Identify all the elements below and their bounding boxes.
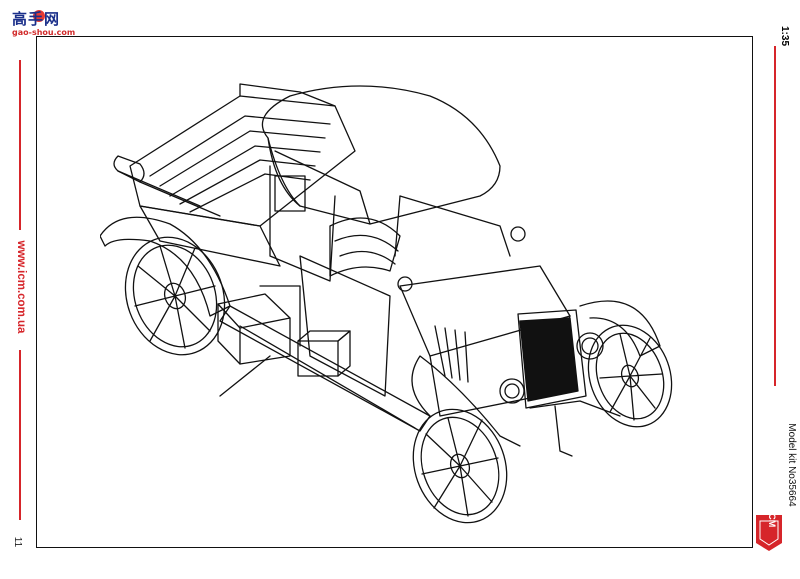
model-t-pickup-drawing — [100, 83, 673, 524]
margin-rule-right — [774, 46, 776, 386]
icm-logo — [756, 515, 782, 551]
margin-rule-left-top — [19, 60, 21, 230]
icm-logo-text: ICM — [767, 510, 777, 528]
watermark-title: 高手网 — [12, 10, 61, 28]
margin-rule-left-bottom — [19, 350, 21, 520]
website-label: www.icm.com.ua — [15, 240, 27, 334]
kit-number-label: Model kit No35664 — [786, 423, 797, 507]
watermark-url: gao-shou.com — [12, 28, 76, 37]
drawing-frame — [36, 36, 753, 548]
page-number: 11 — [12, 536, 23, 548]
watermark: 高手网 gao-shou.com — [6, 6, 76, 40]
scale-label: 1:35 — [779, 26, 790, 47]
watermark-logo-icon — [33, 10, 45, 22]
